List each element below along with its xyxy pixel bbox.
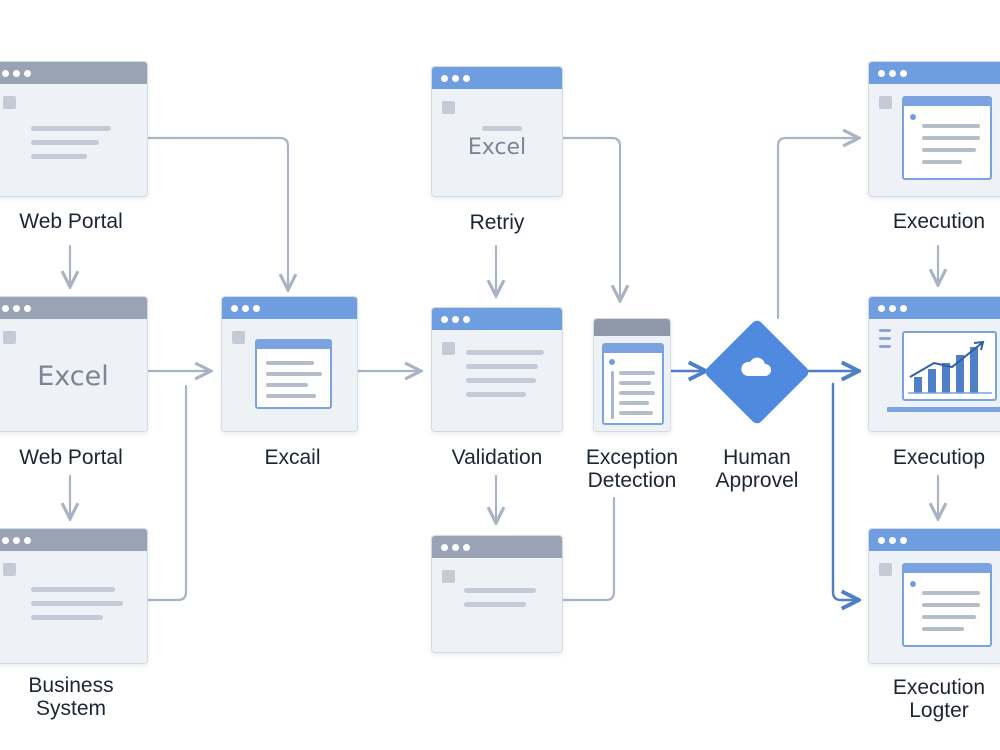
image-placeholder-icon (3, 96, 16, 109)
label-execution: Execution (892, 210, 986, 233)
executiop-window (868, 296, 1000, 432)
window-titlebar (432, 536, 562, 558)
window-titlebar (432, 67, 562, 89)
window-titlebar (0, 529, 147, 551)
label-validation: Validation (451, 446, 543, 469)
arrow-approval-to-logger (831, 382, 859, 600)
line-bottom-to-exception (561, 496, 616, 602)
chart-panel (902, 331, 997, 401)
image-placeholder-icon (879, 96, 892, 109)
image-placeholder-icon (442, 101, 455, 114)
arrow-approval-to-execution (776, 138, 859, 320)
image-placeholder-icon (3, 563, 16, 576)
window-titlebar (869, 297, 1000, 319)
retry-window: Excel (431, 66, 563, 197)
window-titlebar (0, 62, 147, 84)
label-retry: Retriy (469, 211, 525, 234)
document-panel (902, 563, 992, 647)
bottom-window (431, 535, 563, 653)
label-execution-logger: Execution Logter (892, 676, 986, 722)
arrow-retry-to-exception (561, 136, 620, 301)
excel-text: Excel (37, 361, 109, 392)
excail-window (221, 296, 358, 432)
window-titlebar (222, 297, 357, 319)
image-placeholder-icon (442, 570, 455, 583)
web-portal-window (0, 61, 148, 197)
window-titlebar (869, 62, 1000, 84)
validation-window (431, 307, 563, 432)
window-titlebar (869, 529, 1000, 551)
label-executiop: Executiop (892, 446, 986, 469)
label-web-portal-2: Web Portal (19, 446, 123, 469)
arrow-webportal-to-excail (146, 136, 288, 290)
label-business-system: Business System (28, 674, 114, 720)
image-placeholder-icon (879, 563, 892, 576)
label-web-portal: Web Portal (19, 210, 123, 233)
exception-window (593, 318, 671, 432)
line-business-to-excail (146, 384, 188, 602)
window-titlebar (432, 308, 562, 330)
bar-chart-icon (908, 340, 992, 394)
document-panel (902, 96, 992, 180)
label-excail: Excail (264, 446, 321, 469)
excel-text: Excel (467, 135, 527, 160)
image-placeholder-icon (3, 331, 16, 344)
image-placeholder-icon (232, 331, 245, 344)
window-titlebar (0, 297, 147, 319)
document-panel (255, 339, 332, 409)
execution-logger-window (868, 528, 1000, 664)
label-human-approval: Human Approvel (715, 446, 799, 492)
image-placeholder-icon (442, 342, 455, 355)
business-system-window (0, 528, 148, 664)
window-titlebar (594, 319, 670, 336)
cloud-icon (741, 357, 771, 376)
execution-window (868, 61, 1000, 197)
excel-window: Excel (0, 296, 148, 432)
label-exception-detection: Exception Detection (585, 446, 679, 492)
document-panel (602, 343, 664, 425)
